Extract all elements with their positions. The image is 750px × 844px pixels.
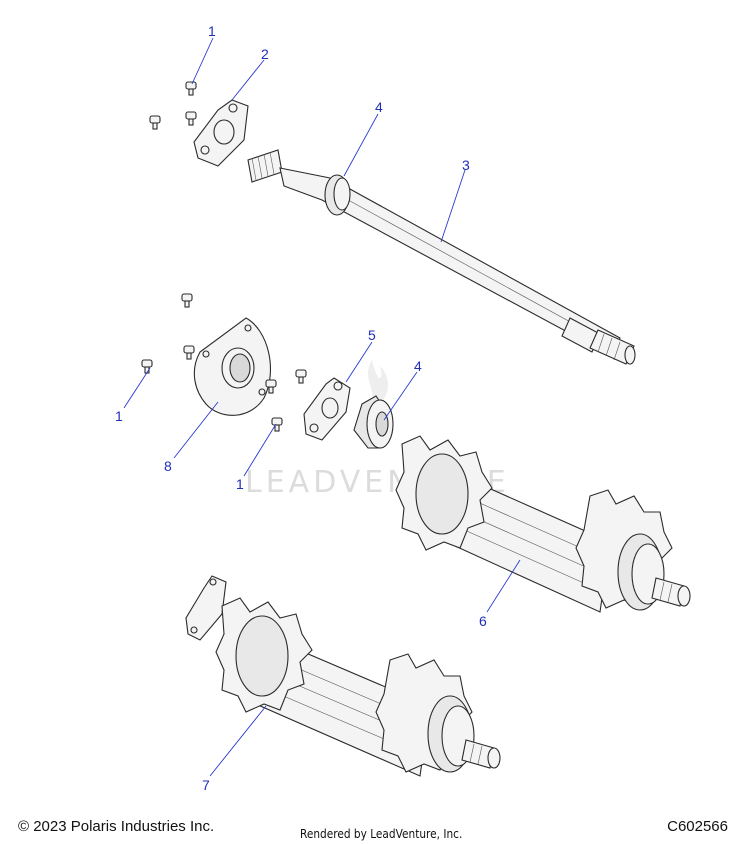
callout-4-upper: 4	[375, 99, 383, 115]
copyright-text: © 2023 Polaris Industries Inc.	[18, 818, 215, 835]
part-8-flange-plate	[193, 317, 271, 416]
part-5-flange	[303, 377, 351, 441]
part-3-shaft	[247, 149, 636, 365]
callout-5: 5	[368, 327, 376, 343]
callouts: 1 2 3 4 5 4 1 8 1 6 7	[115, 23, 487, 793]
part-6-sprocket-assembly	[395, 435, 691, 613]
rendered-by-text: Rendered by LeadVenture, Inc.	[300, 827, 463, 841]
part-2-flange-plate	[193, 99, 249, 167]
diagram-code: C602566	[667, 818, 728, 835]
callout-1-top: 1	[208, 23, 216, 39]
callout-3: 3	[462, 157, 470, 173]
part-7-sprocket-assembly	[185, 575, 501, 777]
callout-2: 2	[261, 46, 269, 62]
part-4-bearing	[353, 395, 394, 449]
callout-1-bottom: 1	[236, 476, 244, 492]
callout-6: 6	[479, 613, 487, 629]
callout-1-left: 1	[115, 408, 123, 424]
part-1-bolts-upper	[149, 81, 197, 130]
callout-8: 8	[164, 458, 172, 474]
leader-lines	[123, 37, 521, 777]
callout-4-lower: 4	[414, 358, 422, 374]
callout-7: 7	[202, 777, 210, 793]
part-1-bolts-lower	[141, 293, 307, 432]
